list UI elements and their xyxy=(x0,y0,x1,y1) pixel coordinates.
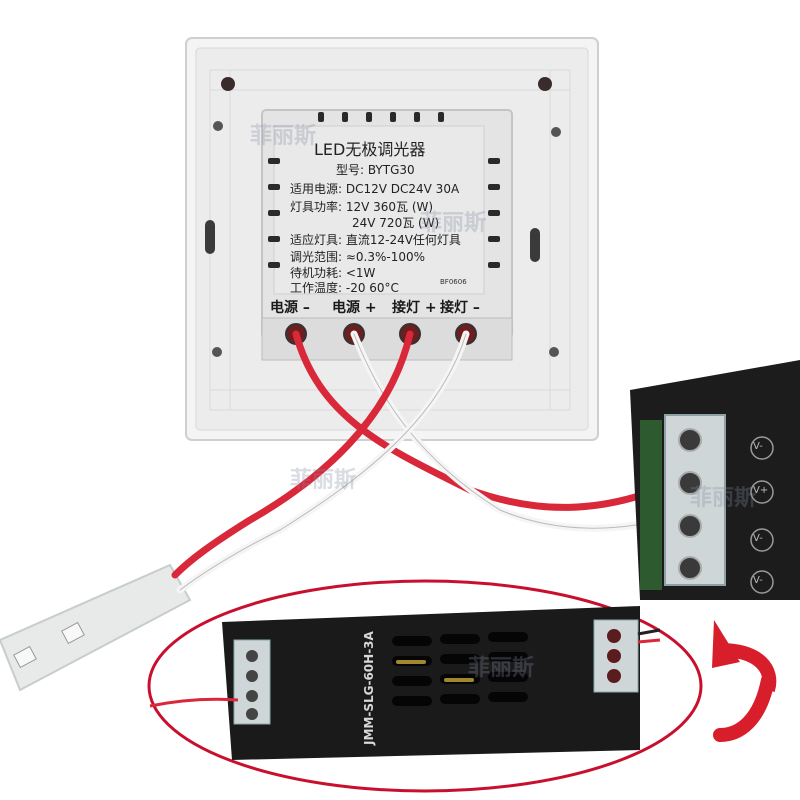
watermark: 菲丽斯 xyxy=(420,211,487,236)
led-strip xyxy=(0,563,192,692)
inset-wire xyxy=(637,638,661,644)
mounting-hole xyxy=(213,121,223,131)
inset-wire xyxy=(149,697,239,708)
dimmer-code: BF0606 xyxy=(440,278,467,286)
watermark: 菲丽斯 xyxy=(250,124,317,149)
led-chip xyxy=(61,621,85,645)
spec-operating-temp: 工作温度: -20 60°C xyxy=(290,281,399,295)
dimmer-label-area xyxy=(273,125,485,295)
dimmer-title: LED无极调光器 xyxy=(314,140,426,159)
spec-lamp-power-24v: 24V 720瓦 (W) xyxy=(352,216,440,230)
psu-mark-3: V- xyxy=(753,533,763,544)
highlight-ellipse xyxy=(147,579,703,793)
curved-arrow xyxy=(713,673,775,742)
watermark: 菲丽斯 xyxy=(468,656,535,681)
spec-dimming-range: 调光范围: ≈0.3%-100% xyxy=(290,250,426,264)
spec-lamp-power: 灯具功率: 12V 360瓦 (W) xyxy=(290,200,434,214)
plate-slot xyxy=(205,220,215,254)
inset-screws xyxy=(246,629,621,720)
mounting-hole xyxy=(549,347,559,357)
watermark: 菲丽斯 xyxy=(290,468,357,493)
inset-wire xyxy=(637,628,661,636)
dimmer-model: 型号: BYTG30 xyxy=(336,163,415,177)
spec-power-source: 适用电源: DC12V DC24V 30A xyxy=(290,182,460,196)
mounting-hole xyxy=(551,127,561,137)
mounting-hole xyxy=(221,77,235,91)
psu-mark-4: V- xyxy=(753,575,763,586)
spec-compatible-lamps: 适应灯具: 直流12-24V任何灯具 xyxy=(290,233,461,247)
psu-pcb-edge xyxy=(640,420,662,590)
vent-slots xyxy=(268,112,500,268)
curved-arrow-top xyxy=(719,643,777,693)
inset-psu-model: JMM-SLG-60H-3A xyxy=(362,631,376,745)
terminal-label-power-pos: 电源 + xyxy=(332,300,377,316)
terminal-label-power-neg: 电源 – xyxy=(270,300,310,316)
spec-standby-power: 待机功耗: <1W xyxy=(290,266,376,280)
plate-slot xyxy=(530,228,540,262)
psu-terminal-marks xyxy=(750,436,774,594)
mounting-hole xyxy=(538,77,552,91)
led-chip xyxy=(13,645,37,669)
terminal-label-lamp-pos: 接灯 + xyxy=(392,300,437,316)
psu-terminal-screws xyxy=(678,428,702,580)
mounting-hole xyxy=(212,347,222,357)
psu-mark-1: V- xyxy=(753,441,763,452)
wires xyxy=(171,330,666,594)
psu-mark-2: V+ xyxy=(753,485,769,496)
terminal-label-lamp-neg: 接灯 – xyxy=(440,300,480,316)
watermark: 菲丽斯 xyxy=(690,486,757,511)
inset-vents xyxy=(392,632,528,706)
inset-vent-glow xyxy=(396,660,474,682)
